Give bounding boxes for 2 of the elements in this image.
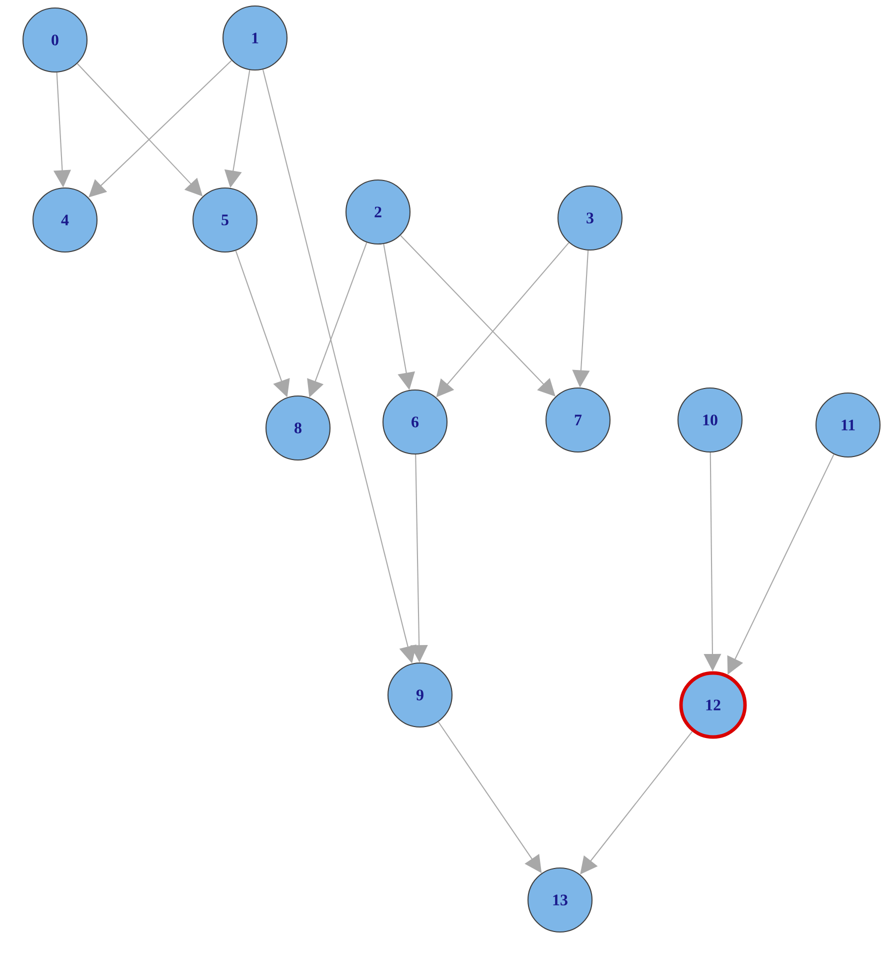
arrow: [580, 731, 693, 874]
arrow: [88, 60, 232, 198]
